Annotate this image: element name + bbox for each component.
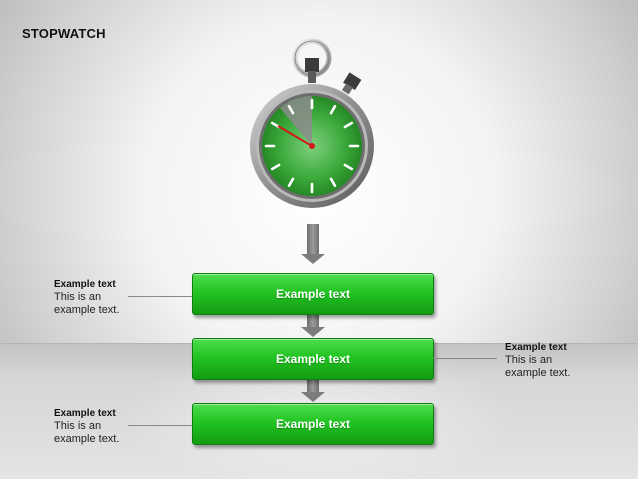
callout-text-line2: example text. [54,433,120,445]
callout-text-line1: This is an [54,291,102,303]
callout-2: Example text This is an example text. [505,341,570,380]
page-title: STOPWATCH [22,26,106,41]
down-arrow [301,380,325,402]
step-box-3: Example text [192,403,434,445]
down-arrow [301,224,325,264]
step-box-1: Example text [192,273,434,315]
stopwatch-icon [240,36,390,216]
step-box-label: Example text [275,417,351,431]
callout-3: Example text This is an example text. [54,407,119,446]
connector-line [433,358,497,359]
step-box-label: Example text [275,352,351,366]
callout-text-line2: example text. [505,367,571,379]
down-arrow [301,315,325,337]
callout-text-line1: This is an [54,420,102,432]
step-box-label: Example text [275,287,351,301]
callout-heading: Example text [54,279,116,290]
callout-text-line2: example text. [54,304,120,316]
connector-line [128,296,192,297]
callout-heading: Example text [505,342,567,353]
callout-text-line1: This is an [505,354,553,366]
callout-1: Example text This is an example text. [54,278,119,317]
connector-line [128,425,192,426]
step-box-2: Example text [192,338,434,380]
callout-heading: Example text [54,408,116,419]
